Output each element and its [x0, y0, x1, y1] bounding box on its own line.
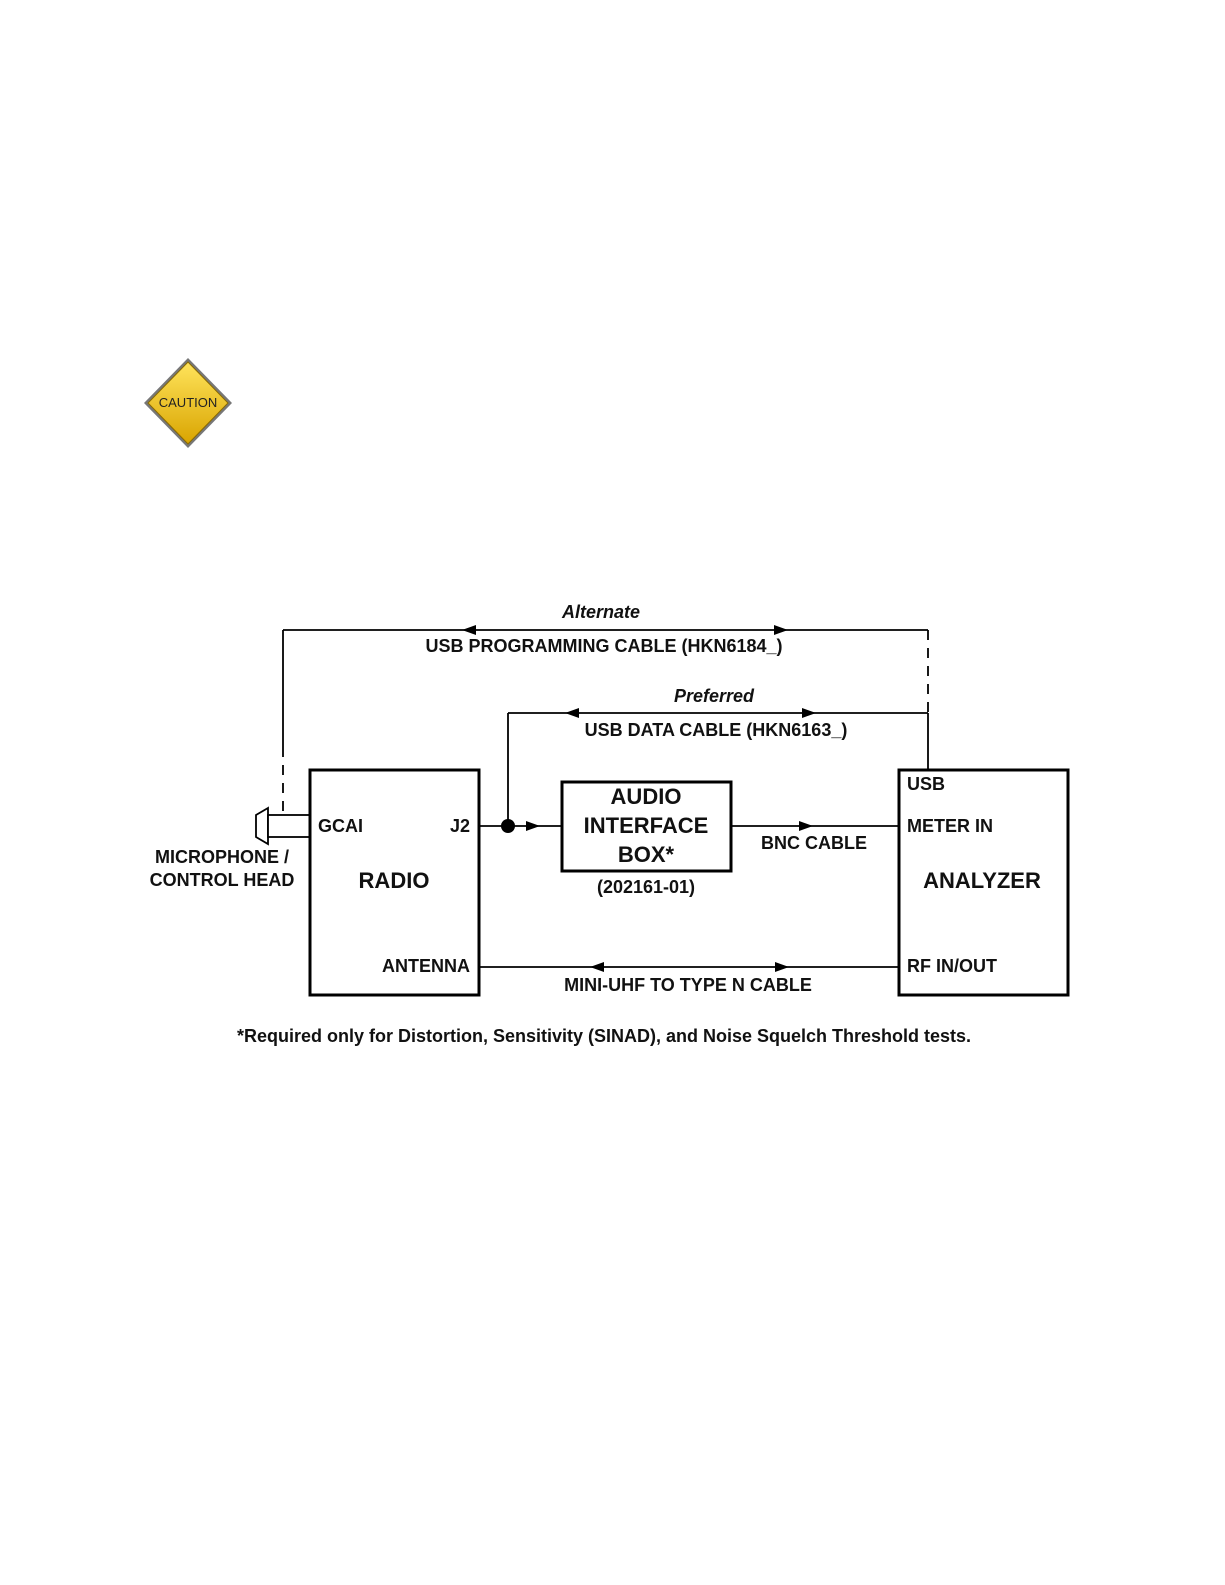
analyzer-port-rf: RF IN/OUT: [907, 956, 997, 976]
usb-programming-cable-label: USB PROGRAMMING CABLE (HKN6184_): [425, 636, 782, 656]
preferred-tag: Preferred: [674, 686, 755, 706]
audio-box-part-number: (202161-01): [597, 877, 695, 897]
preferred-arrow-right: [802, 708, 816, 718]
microphone-label-line2: CONTROL HEAD: [150, 870, 295, 890]
j2-arrow-right: [526, 821, 540, 831]
audio-box-line3: BOX*: [618, 842, 675, 867]
radio-port-j2: J2: [450, 816, 470, 836]
bnc-arrow-right: [799, 821, 813, 831]
alternate-tag: Alternate: [561, 602, 640, 622]
analyzer-port-meter-in: METER IN: [907, 816, 993, 836]
microphone-label-line1: MICROPHONE /: [155, 847, 289, 867]
footnote: *Required only for Distortion, Sensitivi…: [237, 1026, 971, 1046]
rf-arrow-right: [775, 962, 789, 972]
analyzer-port-usb: USB: [907, 774, 945, 794]
rf-arrow-left: [590, 962, 604, 972]
junction-dot: [501, 819, 515, 833]
radio-port-antenna: ANTENNA: [382, 956, 470, 976]
rf-cable-label: MINI-UHF TO TYPE N CABLE: [564, 975, 812, 995]
preferred-arrow-left: [565, 708, 579, 718]
usb-data-cable-label: USB DATA CABLE (HKN6163_): [585, 720, 848, 740]
audio-box-line2: INTERFACE: [584, 813, 709, 838]
bnc-cable-label: BNC CABLE: [761, 833, 867, 853]
radio-block: [308, 768, 481, 997]
radio-title: RADIO: [359, 868, 430, 893]
audio-box-line1: AUDIO: [611, 784, 682, 809]
radio-port-gcai: GCAI: [318, 816, 363, 836]
caution-icon: CAUTION: [144, 358, 232, 448]
audio-interface-box: [560, 780, 733, 873]
caution-label: CAUTION: [159, 395, 218, 410]
analyzer-title: ANALYZER: [923, 868, 1041, 893]
analyzer-block: [897, 768, 1070, 997]
alternate-cable-path: [282, 629, 929, 815]
alternate-arrow-right: [774, 625, 788, 635]
microphone-connector-icon: [255, 806, 311, 846]
alternate-arrow-left: [462, 625, 476, 635]
